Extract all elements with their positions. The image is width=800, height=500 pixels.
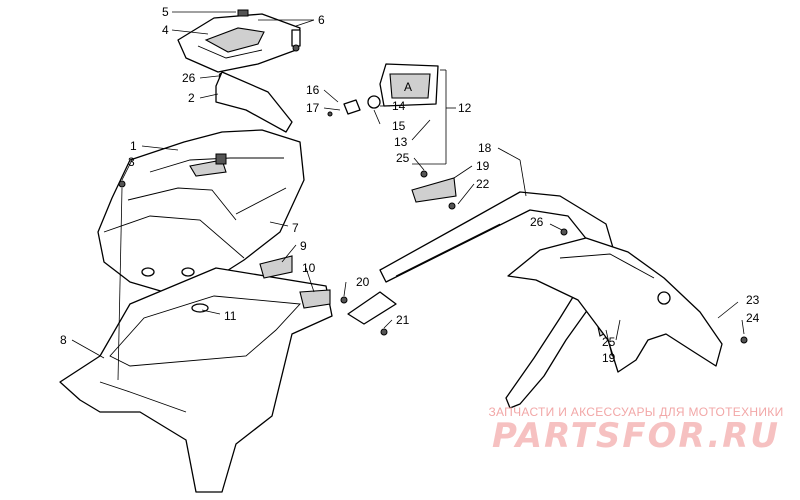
bracket-19-upper bbox=[411, 177, 457, 203]
callout-24: 24 bbox=[746, 311, 760, 325]
callout-labels: 5 4 6 26 2 1 3 7 9 10 11 8 16 17 14 12 1… bbox=[60, 5, 760, 365]
callout-22: 22 bbox=[476, 177, 490, 191]
callout-5: 5 bbox=[162, 5, 169, 19]
callout-6: 6 bbox=[318, 13, 325, 27]
callout-26-right: 26 bbox=[530, 215, 544, 229]
rear-bumper-frame-18 bbox=[347, 191, 617, 409]
callout-18: 18 bbox=[478, 141, 492, 155]
callout-21: 21 bbox=[396, 313, 410, 327]
callout-26-top: 26 bbox=[182, 71, 196, 85]
top-cover-plate bbox=[177, 9, 301, 73]
callout-14: 14 bbox=[392, 99, 406, 113]
screw-3 bbox=[118, 180, 126, 188]
callout-15: 15 bbox=[392, 119, 406, 133]
callout-9: 9 bbox=[300, 239, 307, 253]
bracket-plate-2 bbox=[215, 71, 293, 133]
callout-19-lower: 19 bbox=[602, 351, 616, 365]
callout-4: 4 bbox=[162, 23, 169, 37]
screw-24 bbox=[740, 336, 748, 344]
callout-13: 13 bbox=[394, 135, 408, 149]
callout-2: 2 bbox=[188, 91, 195, 105]
callout-11: 11 bbox=[224, 309, 237, 323]
leader-lines bbox=[71, 11, 745, 381]
screw-6 bbox=[291, 29, 301, 52]
callout-23: 23 bbox=[746, 293, 760, 307]
svg-text:A: A bbox=[404, 80, 412, 94]
callout-8: 8 bbox=[60, 333, 67, 347]
callout-10: 10 bbox=[302, 261, 316, 275]
callout-19-upper: 19 bbox=[476, 159, 490, 173]
callout-3: 3 bbox=[128, 155, 135, 169]
storage-housing-1 bbox=[97, 129, 305, 293]
callout-25-lower: 25 bbox=[602, 335, 616, 349]
watermark-brand: PARTSFOR.RU bbox=[491, 416, 781, 456]
watermark-tagline: ЗАПЧАСТИ И АКСЕССУАРЫ ДЛЯ МОТОТЕХНИКИ bbox=[488, 405, 784, 419]
callout-7: 7 bbox=[292, 221, 299, 235]
callout-25-upper: 25 bbox=[396, 151, 410, 165]
nut-21 bbox=[380, 328, 388, 336]
bolt-25-upper bbox=[420, 170, 428, 178]
nut-26 bbox=[560, 228, 568, 236]
lower-tray-8 bbox=[59, 255, 333, 493]
callout-12: 12 bbox=[458, 101, 472, 115]
callout-1: 1 bbox=[130, 139, 137, 153]
callout-17: 17 bbox=[306, 101, 320, 115]
callout-20: 20 bbox=[356, 275, 370, 289]
bolt-20 bbox=[340, 296, 348, 304]
bolt-22 bbox=[448, 202, 456, 210]
taillight-assembly-12: A bbox=[327, 63, 439, 117]
rear-fender-23 bbox=[507, 237, 723, 373]
callout-16: 16 bbox=[306, 83, 320, 97]
